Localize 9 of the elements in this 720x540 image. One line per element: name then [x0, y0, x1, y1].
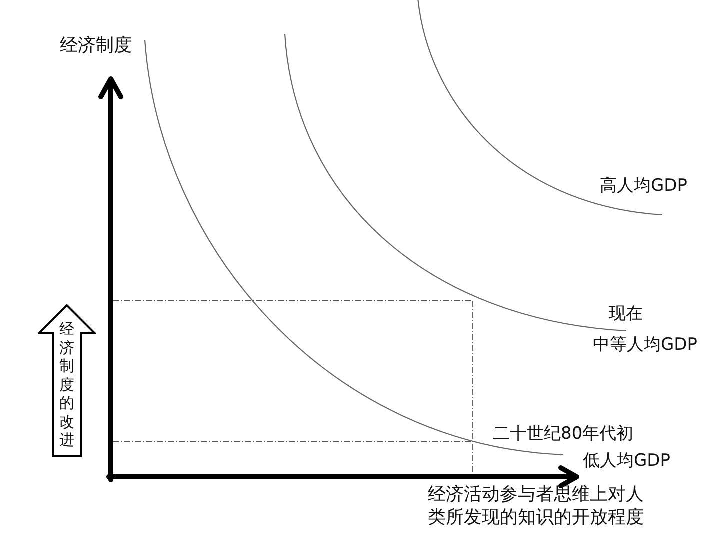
- curve-label: 低人均GDP: [583, 451, 671, 472]
- curve-label: 二十世纪80年代初: [493, 424, 634, 444]
- curve-label: 现在: [609, 304, 643, 324]
- axis-title: 经济制度: [60, 35, 132, 57]
- arrow-text: 经济制度的改进: [60, 320, 74, 450]
- axis-title: 经济活动参与者思维上对人类所发现的知识的开放程度: [427, 484, 645, 529]
- curve-label: 高人均GDP: [600, 176, 688, 196]
- hollow-up-arrow: [38, 304, 96, 458]
- curve-label: 中等人均GDP: [593, 335, 698, 356]
